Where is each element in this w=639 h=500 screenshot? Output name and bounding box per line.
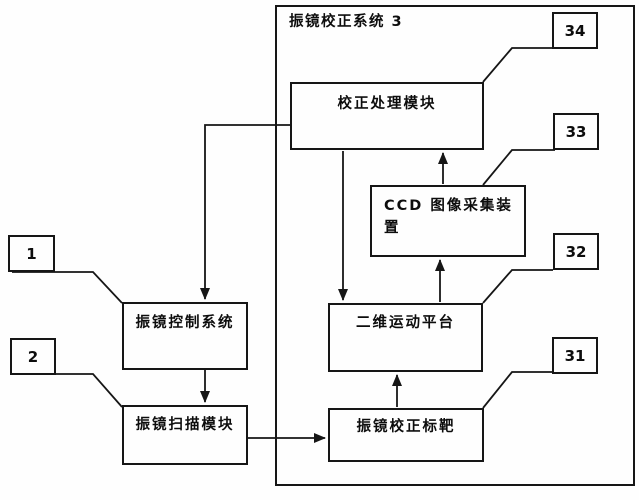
block-galvo-scan: 振镜扫描模块: [122, 405, 248, 465]
ref-box-34: 34: [552, 12, 598, 49]
block-correction-target: 振镜校正标靶: [328, 408, 484, 462]
ref-box-2-label: 2: [27, 347, 39, 366]
ref-box-2: 2: [10, 338, 56, 375]
leader-2: [12, 373, 123, 408]
block-correction-processing: 校正处理模块: [290, 82, 484, 150]
block-ccd-capture: CCD 图像采集装 置: [370, 185, 526, 257]
block-motion-platform-label: 二维运动平台: [356, 315, 455, 331]
ref-box-34-label: 34: [564, 21, 586, 40]
block-galvo-control-label: 振镜控制系统: [135, 315, 235, 331]
block-ccd-capture-label-line2: 置: [384, 220, 401, 237]
block-galvo-scan-label: 振镜扫描模块: [135, 417, 235, 433]
ref-box-33-label: 33: [565, 122, 587, 141]
ref-box-1-label: 1: [26, 244, 37, 263]
ref-box-32: 32: [553, 233, 599, 270]
ref-box-31: 31: [552, 337, 598, 374]
block-ccd-capture-label-line1: CCD 图像采集装: [384, 198, 513, 214]
ref-box-31-label: 31: [564, 346, 586, 365]
ref-box-1: 1: [8, 235, 55, 272]
leader-1: [12, 271, 123, 304]
block-motion-platform: 二维运动平台: [328, 303, 483, 372]
block-ccd-capture-label: CCD 图像采集装 置: [372, 187, 524, 240]
block-correction-processing-label: 校正处理模块: [337, 96, 437, 112]
ref-box-33: 33: [553, 113, 599, 150]
block-correction-target-label: 振镜校正标靶: [356, 419, 456, 435]
block-galvo-control: 振镜控制系统: [122, 302, 248, 370]
system-title: 振镜校正系统 3: [289, 14, 404, 30]
ref-box-32-label: 32: [565, 242, 587, 261]
